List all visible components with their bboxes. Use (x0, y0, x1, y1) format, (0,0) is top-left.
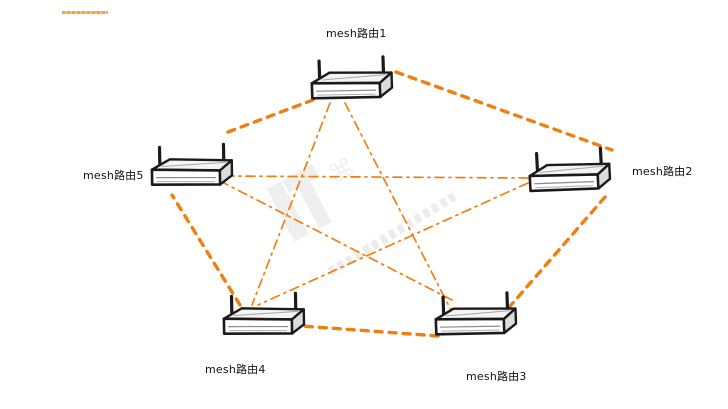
link-r2-r3 (503, 195, 607, 314)
router-icon-r4 (222, 291, 306, 335)
node-label-r2: mesh路由2 (632, 165, 693, 178)
link-r2-r4 (257, 182, 529, 306)
link-r5-r1 (226, 96, 320, 134)
link-r1-r4 (251, 102, 331, 306)
router-icon-r2 (528, 146, 612, 193)
svg-text:⌘: ⌘ (324, 152, 361, 191)
link-r4-r5 (170, 193, 242, 307)
link-r1-r3 (344, 102, 453, 313)
router-icon-r3 (434, 291, 518, 336)
router-icon-r1 (310, 55, 394, 100)
nodes-layer (150, 55, 612, 336)
node-label-r5: mesh路由5 (83, 169, 144, 182)
node-label-r3: mesh路由3 (466, 370, 527, 383)
link-r3-r4 (300, 324, 440, 338)
corner-mark (62, 11, 108, 14)
links-layer (170, 70, 614, 338)
watermark-url (327, 192, 458, 276)
link-r3-r5 (221, 181, 453, 301)
link-r2-r5 (221, 175, 529, 179)
router-icon-r5 (150, 142, 234, 186)
node-label-r4: mesh路由4 (205, 363, 266, 376)
link-r1-r2 (394, 70, 614, 152)
node-label-r1: mesh路由1 (326, 27, 387, 40)
